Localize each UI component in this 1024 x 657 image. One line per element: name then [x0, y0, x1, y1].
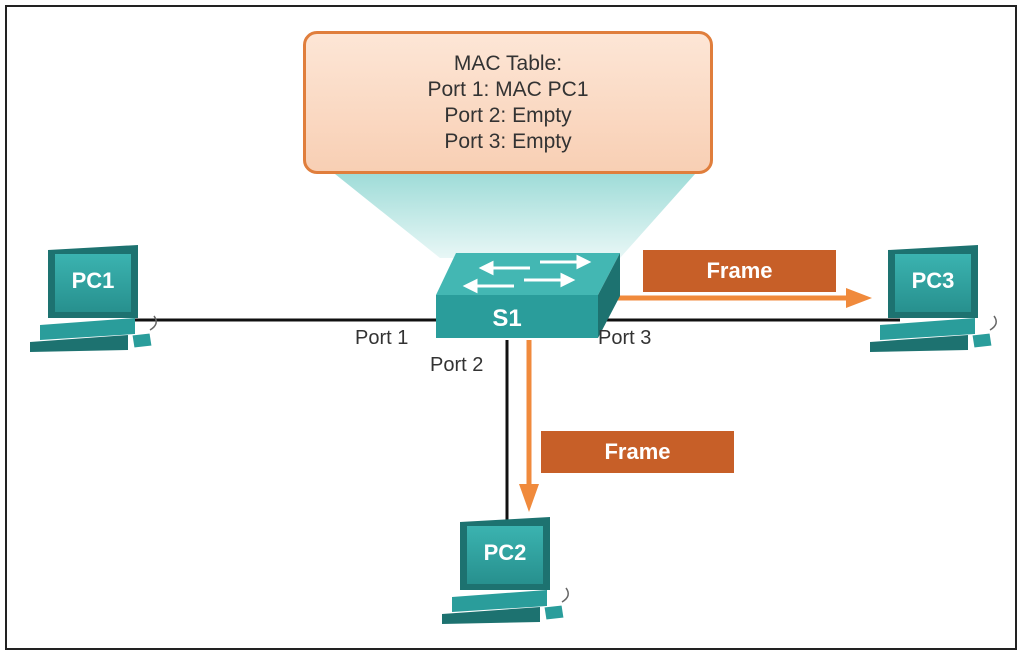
mac-table-row: Port 2: Empty — [444, 103, 572, 127]
pc3-icon[interactable] — [870, 245, 997, 352]
mac-table-callout: MAC Table: Port 1: MAC PC1 Port 2: Empty… — [303, 31, 713, 174]
mac-table-row: Port 1: MAC PC1 — [427, 77, 589, 101]
mac-table-row: Port 3: Empty — [444, 129, 572, 153]
switch-arrows-icon — [462, 254, 592, 294]
pc2-label: PC2 — [483, 540, 527, 565]
port-3-label: Port 3 — [598, 327, 652, 349]
switch-s1[interactable] — [436, 253, 620, 338]
arrow-to-pc3-head — [846, 288, 872, 308]
port-1-label: Port 1 — [355, 327, 409, 349]
pc3-label: PC3 — [911, 268, 955, 293]
port-2-label: Port 2 — [430, 354, 484, 376]
mac-table-title: MAC Table: — [453, 51, 563, 75]
pc1-icon[interactable] — [30, 245, 157, 352]
switch-label: S1 — [492, 305, 522, 332]
frame-tag-pc3: Frame — [643, 250, 836, 292]
mac-table-beam — [335, 174, 695, 258]
pc1-label: PC1 — [71, 268, 115, 293]
frame-tag-pc2: Frame — [541, 431, 734, 473]
arrow-to-pc2-head — [519, 484, 539, 512]
pc2-icon[interactable] — [442, 517, 569, 624]
